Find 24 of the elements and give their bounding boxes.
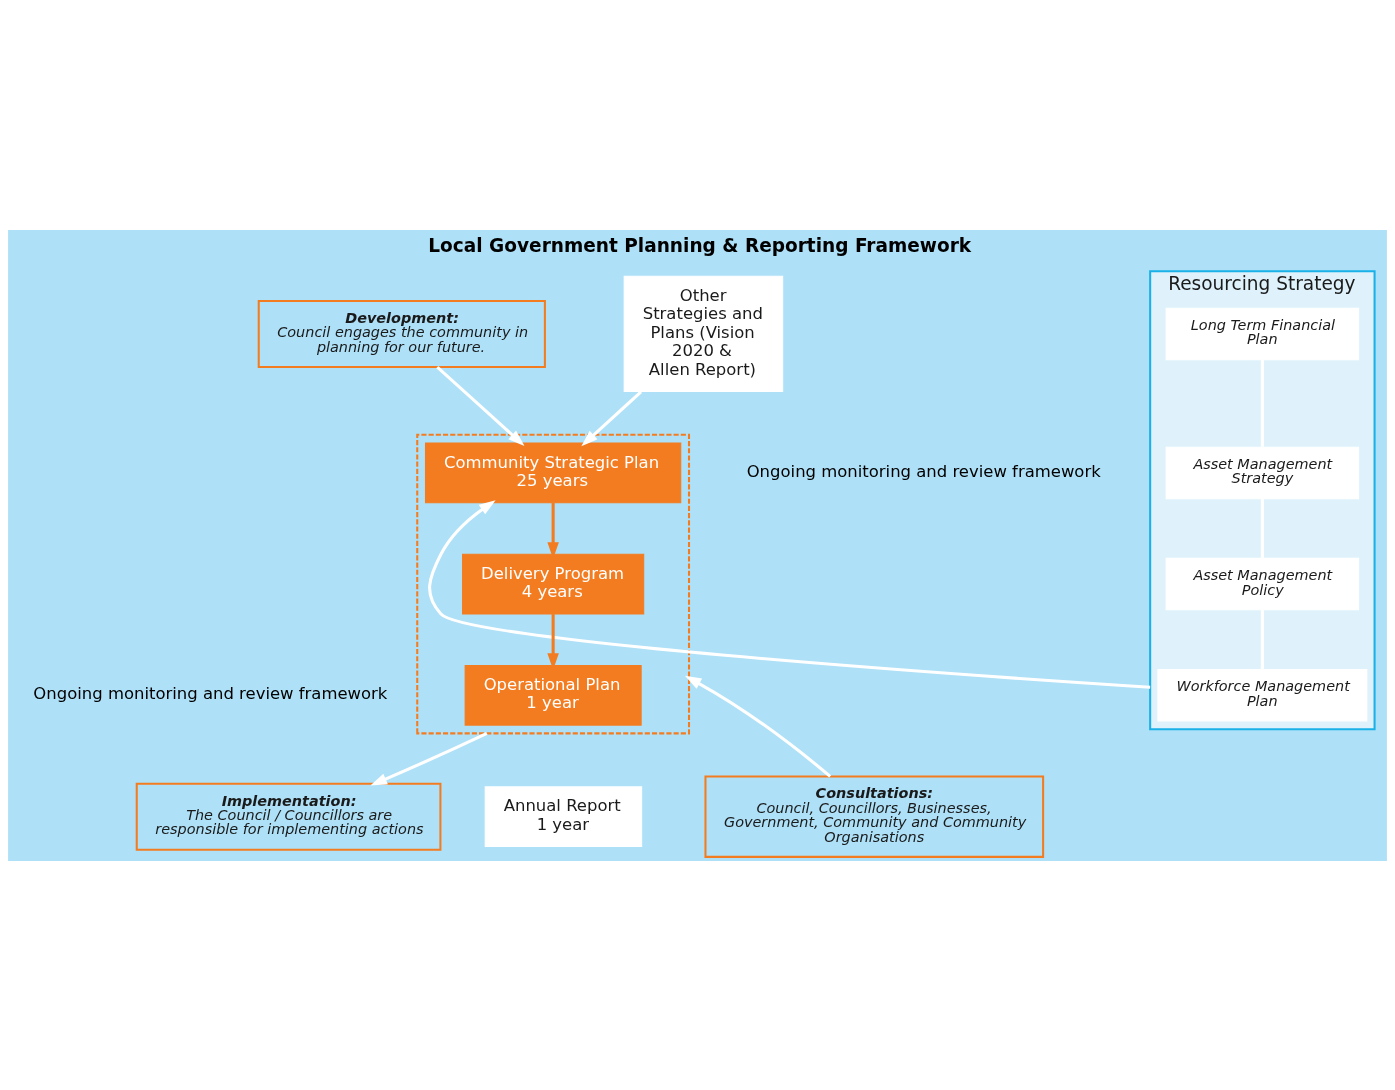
cluster [416, 433, 691, 734]
connector [1260, 609, 1264, 669]
node-box: Operational Plan 1 year [464, 664, 642, 726]
arrow [436, 365, 525, 446]
arrow [684, 675, 832, 778]
diagram-title: Local Government Planning & Reporting Framework [428, 234, 972, 256]
arrow [370, 731, 488, 786]
node-box: Asset Management Strategy [1165, 446, 1360, 499]
connector [1260, 359, 1264, 447]
node-box: Workforce Management Plan [1157, 668, 1368, 722]
node-box: Implementation: The Council / Councillors are responsible for implementing actions [135, 782, 442, 851]
arrow [428, 499, 1151, 689]
node-box: Community Strategic Plan 25 years [424, 442, 682, 503]
node-box: Long Term Financial Plan [1165, 307, 1360, 360]
arrow [581, 390, 643, 446]
node-box: Asset Management Policy [1165, 557, 1360, 610]
label: Ongoing monitoring and review framework [33, 683, 388, 703]
node-box: Other Strategies and Plans (Vision 2020 & Allen Report) [623, 275, 784, 392]
connector [1260, 498, 1264, 558]
node-box: Consultations: Council, Councillors, Businesses, Government, Community and Community Organisations [704, 775, 1045, 858]
node-box: Development: Council engages the community in planning for our future. [257, 299, 546, 368]
label: Ongoing monitoring and review framework [746, 461, 1101, 481]
node-box: Delivery Program 4 years [462, 553, 645, 614]
node-box: Annual Report 1 year [484, 785, 643, 847]
